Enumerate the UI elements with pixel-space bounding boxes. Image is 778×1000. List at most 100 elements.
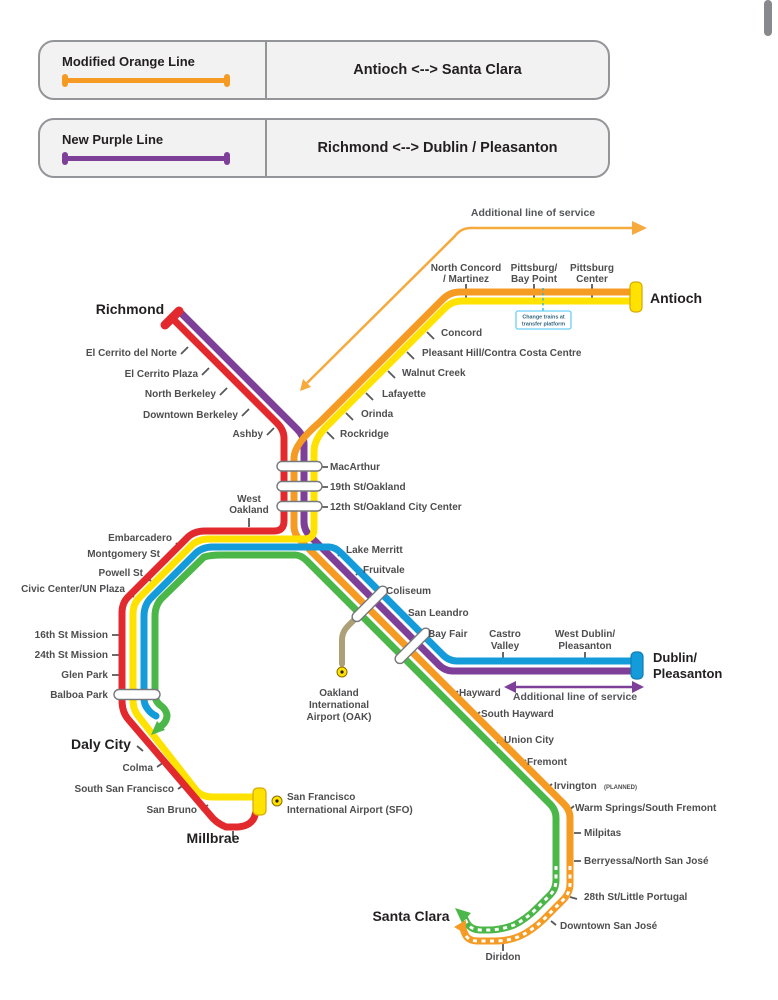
station-label: / Martinez [443,274,489,285]
orange-planned-dashes [461,866,572,943]
additional-service-label-top: Additional line of service [471,207,595,219]
station-label: Lafayette [382,389,426,400]
station-label: Powell St [99,568,144,579]
12th-st-transfer-capsule [276,500,323,512]
terminal-label-oak-line2: International [309,700,369,711]
station-label: 19th St/Oakland [330,482,406,493]
station-label: North Concord [431,263,502,274]
station-label: 16th St Mission [35,630,108,641]
terminal-label-dublin-line2: Pleasanton [653,666,722,681]
terminal-label-santa-clara: Santa Clara [372,908,449,924]
transfer-note-line1: Change trains at [522,315,564,321]
legend-orange-name: Modified Orange Line [62,53,195,69]
purple-arrow-right-icon [632,681,644,693]
station-label: Downtown San José [560,921,658,932]
station-ticks-richmond [180,346,275,436]
station-label: Civic Center/UN Plaza [21,584,125,595]
station-label: Valley [491,641,520,652]
scrollbar-thumb[interactable] [764,0,772,36]
terminal-label-daly-city: Daly City [71,736,131,752]
legend-purple-route: Richmond <--> Dublin / Pleasanton [317,140,558,156]
station-label: Bay Point [511,274,558,285]
balboa-park-transfer-capsule [113,688,161,701]
station-label: Ashby [232,429,263,440]
richmond-terminal-cap [160,306,184,330]
purple-bar-cap-right [224,151,230,165]
station-label: Lake Merritt [346,545,403,556]
station-label: South San Francisco [75,784,174,795]
station-label: Embarcadero [108,533,172,544]
service-arrow-right-icon [632,221,647,235]
station-label: Fruitvale [363,565,405,576]
station-label: Pleasanton [558,641,611,652]
station-label: 12th St/Oakland City Center [330,502,462,513]
station-label: MacArthur [330,462,380,473]
terminal-label-oak-line1: Oakland [319,688,358,699]
station-label: Bay Fair [428,629,468,640]
antioch-terminal-cap [629,281,643,313]
service-arrow-left-icon [300,379,311,391]
station-label: El Cerrito del Norte [86,348,178,359]
station-ticks-ne-diagonal [326,331,435,440]
oak-airport-dot-icon [340,670,344,674]
legend-row-purple: New Purple Line Richmond <--> Dublin / P… [38,118,610,178]
station-label: Pittsburg [570,263,614,274]
terminal-label-sfo-line1: San Francisco [287,792,355,803]
legend-orange-route: Antioch <--> Santa Clara [353,62,522,78]
station-label: Center [576,274,608,285]
purple-arrow-left-icon [504,681,516,693]
legend-purple-left: New Purple Line [40,120,267,176]
station-label: Warm Springs/South Fremont [575,803,717,814]
macarthur-transfer-capsule [276,460,323,472]
station-label: San Leandro [408,608,469,619]
station-label: Irvington [554,781,597,792]
purple-bar [66,155,226,161]
station-label: El Cerrito Plaza [125,369,199,380]
legend-orange-left: Modified Orange Line [40,42,267,98]
station-label: North Berkeley [145,389,217,400]
station-label: San Bruno [146,805,197,816]
orange-line [290,288,640,870]
terminal-label-antioch: Antioch [650,290,702,306]
legend-purple-name: New Purple Line [62,131,164,147]
station-label: 28th St/Little Portugal [584,892,688,903]
station-label: Rockridge [340,429,389,440]
orange-bar-cap-right [224,73,230,87]
station-label: Colma [122,763,153,774]
station-label: Orinda [361,409,394,420]
station-label: Downtown Berkeley [143,410,238,421]
terminal-label-richmond: Richmond [96,301,164,317]
transfer-note-line2: transfer platform [522,322,565,328]
orange-bar-cap-left [62,73,68,87]
purple-bar-cap-left [62,151,68,165]
station-label: Walnut Creek [402,368,466,379]
legend-row-orange: Modified Orange Line Antioch <--> Santa … [38,40,610,100]
coliseum-transfer-capsule [351,585,389,623]
orange-line-sample [62,73,230,87]
yellow-line [129,297,640,801]
station-label: Montgomery St [87,549,160,560]
station-ticks-oakland-core [248,466,328,527]
station-label: 24th St Mission [35,650,108,661]
dublin-terminal-cap [630,651,644,680]
transfer-note-box [515,310,572,330]
station-label: Glen Park [61,670,108,681]
purple-line-sample [62,151,230,165]
terminal-label-millbrae: Millbrae [187,830,240,846]
station-label: Balboa Park [50,690,108,701]
orange-santa-clara-arrow-icon [454,920,466,934]
station-label: Coliseum [386,586,431,597]
station-label: South Hayward [481,709,554,720]
station-label: Fremont [527,757,568,768]
station-label: West [237,494,261,505]
station-label: West Dublin/ [555,629,616,640]
legend: Modified Orange Line Antioch <--> Santa … [38,40,610,196]
orange-bar [66,77,226,83]
green-line [151,551,560,870]
green-daly-arrow-icon [151,721,165,735]
green-santa-clara-arrow-icon [455,908,471,923]
service-arrow-line-top [306,226,634,384]
station-label: Diridon [486,952,521,963]
bay-fair-transfer-capsule [394,627,432,665]
additional-service-label-dublin: Additional line of service [513,691,637,703]
